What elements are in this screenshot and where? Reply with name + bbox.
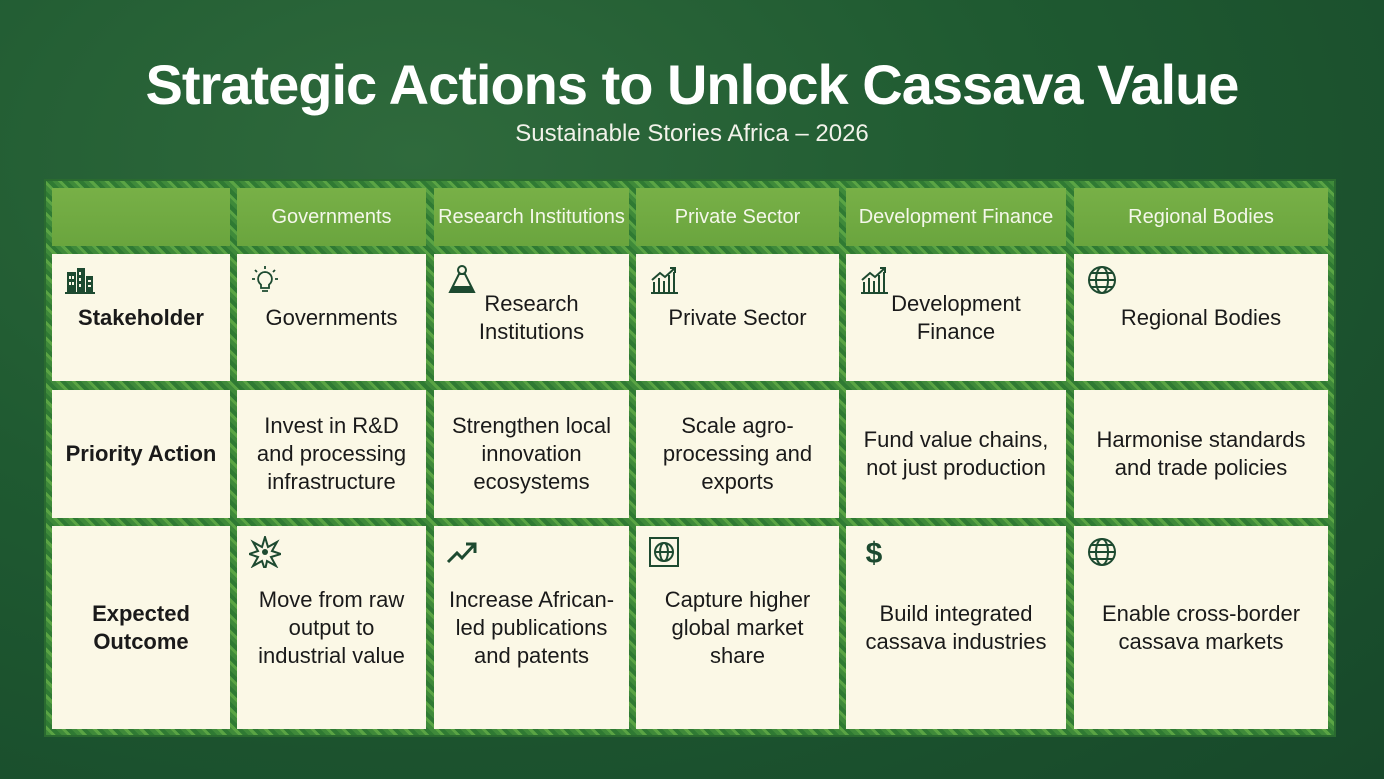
cell-text: Scale agro-processing and exports xyxy=(662,413,813,494)
table-cell: Increase African-led publications and pa… xyxy=(434,526,629,729)
row-label: Expected Outcome xyxy=(52,526,230,729)
column-header-label: Regional Bodies xyxy=(1128,206,1274,228)
cell-text: Strengthen local innovation ecosystems xyxy=(452,413,611,494)
page-subtitle: Sustainable Stories Africa – 2026 xyxy=(515,120,869,147)
table-cell: Invest in R&D and processing infrastruct… xyxy=(237,390,426,518)
column-header-label: Governments xyxy=(271,206,392,228)
cell-text: Governments xyxy=(265,304,398,330)
globe-icon xyxy=(1086,264,1118,296)
table-cell: Scale agro-processing and exports xyxy=(636,390,839,518)
row-label-text: Stakeholder xyxy=(78,304,204,330)
column-header: Research Institutions xyxy=(434,188,629,246)
cell-text: Development Finance xyxy=(891,290,1021,344)
table-cell: Move from raw output to industrial value xyxy=(237,526,426,729)
cell-text: Move from raw output to industrial value xyxy=(258,586,405,668)
globe-box-icon xyxy=(648,536,680,568)
row-label-text: Expected Outcome xyxy=(92,600,190,654)
trend-up-icon xyxy=(446,536,478,568)
svg-text:$: $ xyxy=(866,537,883,568)
starburst-icon xyxy=(245,533,285,574)
table-cell: Strengthen local innovation ecosystems xyxy=(434,390,629,518)
row-label: Stakeholder xyxy=(52,254,230,381)
table-cell: Fund value chains, not just production xyxy=(846,390,1066,518)
column-header-label: Private Sector xyxy=(674,206,801,228)
cell-text: Harmonise standards and trade policies xyxy=(1096,427,1306,480)
row-label: Priority Action xyxy=(52,390,230,518)
cell-text: Increase African-led publications and pa… xyxy=(448,586,615,668)
table-cell: Development Finance xyxy=(846,254,1066,381)
buildings-icon xyxy=(64,264,96,296)
cell-text: Build integrated cassava industries xyxy=(865,600,1047,654)
cell-text: Private Sector xyxy=(668,304,807,330)
cell-text: Invest in R&D and processing infrastruct… xyxy=(256,413,407,494)
column-header: Governments xyxy=(237,188,426,246)
cell-text: Capture higher global market share xyxy=(664,586,811,668)
column-header: Regional Bodies xyxy=(1074,188,1328,246)
column-header: Private Sector xyxy=(636,188,839,246)
dollar-icon: $ xyxy=(858,536,890,570)
column-header xyxy=(52,188,230,246)
cell-text: Regional Bodies xyxy=(1120,304,1282,330)
table-cell: Regional Bodies xyxy=(1074,254,1328,381)
column-header-label: Development Finance xyxy=(858,206,1054,228)
globe-icon xyxy=(1086,536,1118,568)
cell-text: Fund value chains, not just production xyxy=(863,427,1049,480)
cell-text: Research Institutions xyxy=(478,290,585,344)
column-header: Development Finance xyxy=(846,188,1066,246)
column-header-label: Research Institutions xyxy=(438,206,625,228)
row-label-text: Priority Action xyxy=(65,441,217,466)
flask-icon xyxy=(446,264,478,296)
lightbulb-icon xyxy=(249,264,281,296)
table-cell: Research Institutions xyxy=(434,254,629,381)
cell-text: Enable cross-border cassava markets xyxy=(1101,600,1301,654)
table-cell: Capture higher global market share xyxy=(636,526,839,729)
growth-chart-icon xyxy=(648,264,680,296)
page-title: Strategic Actions to Unlock Cassava Valu… xyxy=(145,53,1240,116)
table-cell: Harmonise standards and trade policies xyxy=(1074,390,1328,518)
table-cell: Enable cross-border cassava markets xyxy=(1074,526,1328,729)
table-cell: Private Sector xyxy=(636,254,839,381)
growth-chart-icon xyxy=(858,264,890,296)
table-cell: Governments xyxy=(237,254,426,381)
table-cell: $ Build integrated cassava industries xyxy=(846,526,1066,729)
